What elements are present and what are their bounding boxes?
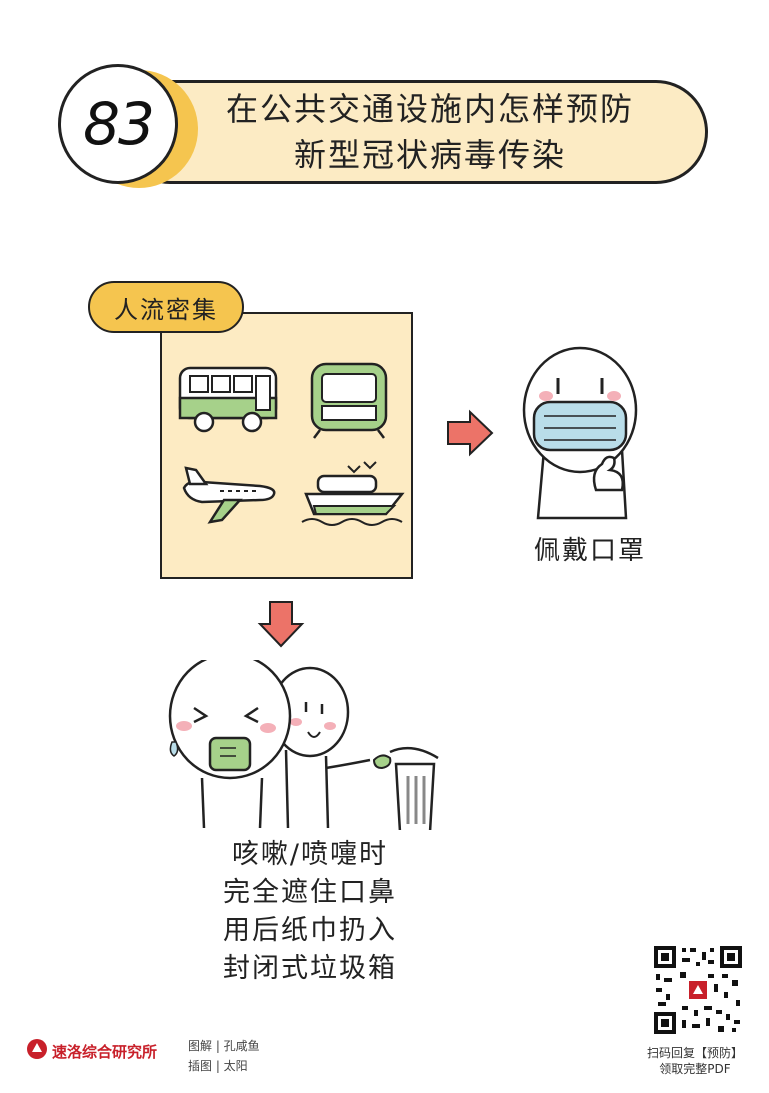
arrow-right-icon <box>447 409 494 457</box>
tip-line-3: 用后纸巾扔入 <box>223 915 397 946</box>
mask-caption: 佩戴口罩 <box>533 536 646 566</box>
subway-icon <box>310 362 388 439</box>
qr-caption-line-1: 扫码回复【预防】 <box>646 1046 743 1060</box>
masked-character <box>522 346 638 520</box>
logo-icon <box>27 1039 47 1059</box>
bus-icon <box>178 366 278 433</box>
tip-line-2: 完全遮住口鼻 <box>223 877 397 908</box>
tip-line-4: 封闭式垃圾箱 <box>223 953 397 984</box>
title-line-2: 新型冠状病毒传染 <box>293 136 566 174</box>
logo-text: 速洛综合研究所 <box>52 1043 158 1061</box>
tip-line-1: 咳嗽/喷嚏时 <box>231 839 389 870</box>
qr-caption-line-2: 领取完整PDF <box>659 1062 731 1076</box>
page-title: 在公共交通设施内怎样预防 新型冠状病毒传染 <box>180 86 680 178</box>
sneeze-scene <box>168 660 439 830</box>
crowd-label: 人流密集 <box>88 281 244 333</box>
airplane-icon <box>182 466 276 524</box>
title-line-1: 在公共交通设施内怎样预防 <box>225 90 634 128</box>
credits: 图解 | 孔咸鱼 插图 | 太阳 <box>188 1036 260 1076</box>
arrow-down-icon <box>257 601 305 648</box>
transport-box <box>160 312 413 579</box>
number-badge: 83 <box>58 64 178 184</box>
ship-icon <box>301 461 405 526</box>
hygiene-tips: 咳嗽/喷嚏时 完全遮住口鼻 用后纸巾扔入 封闭式垃圾箱 <box>180 836 440 988</box>
title-banner <box>118 80 708 184</box>
credit-diagram: 图解 | 孔咸鱼 <box>188 1039 260 1053</box>
credit-illustration: 插图 | 太阳 <box>188 1059 248 1073</box>
qr-caption: 扫码回复【预防】 领取完整PDF <box>630 1045 760 1077</box>
qr-code-icon[interactable] <box>652 944 744 1036</box>
